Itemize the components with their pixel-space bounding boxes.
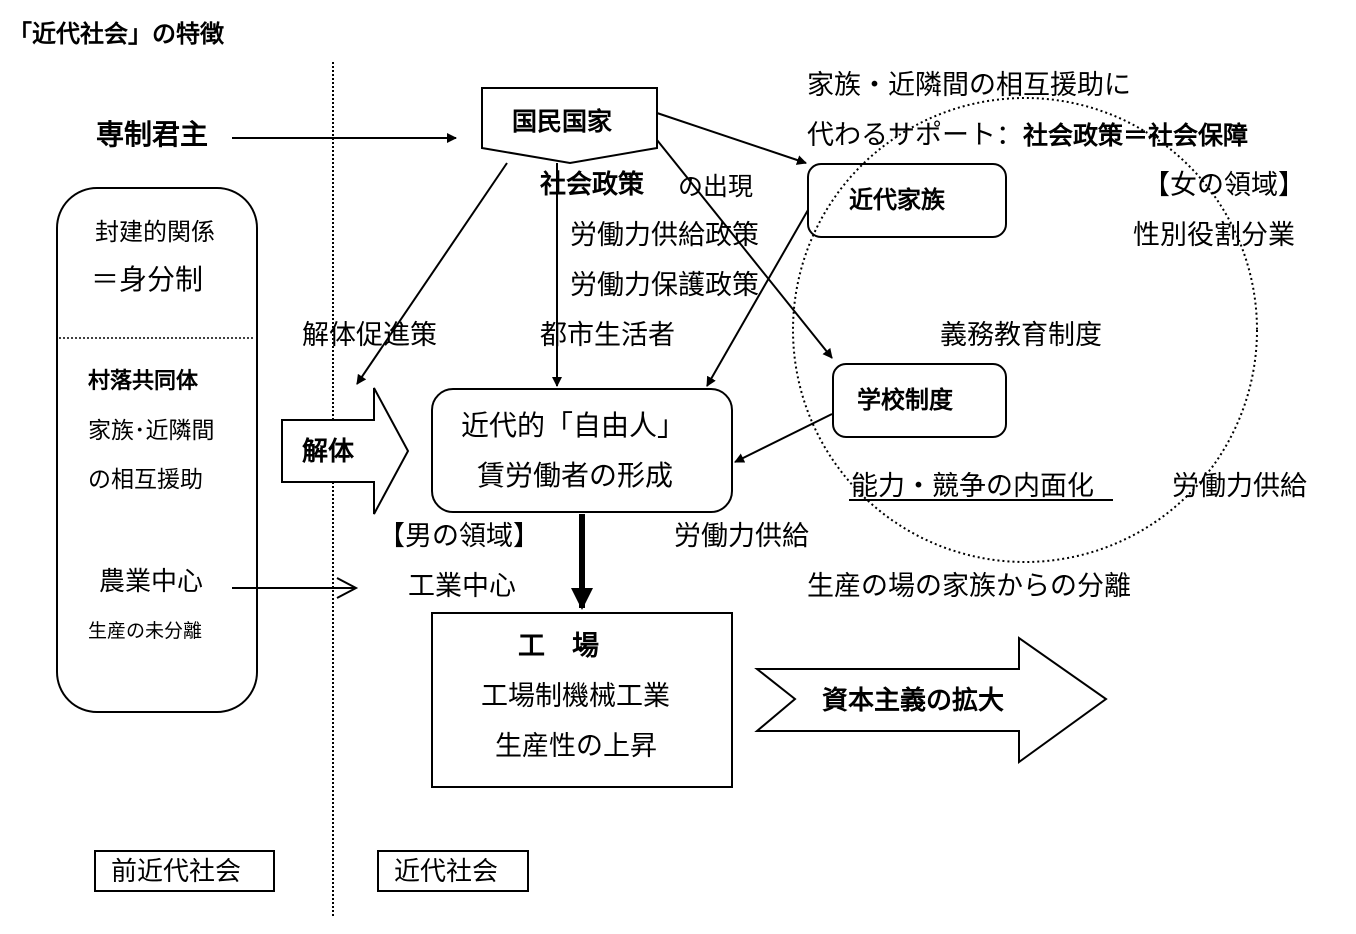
free-man-box xyxy=(431,388,733,513)
factory-line2: 生産性の上昇 xyxy=(495,731,657,762)
female-domain-label: 【女の領域】 xyxy=(1143,170,1305,201)
labor-protection-policy-label: 労働力保護政策 xyxy=(570,270,759,301)
agriculture-label: 農業中心 xyxy=(99,567,204,597)
premodern-era-label-box: 前近代社会 xyxy=(94,850,275,892)
arrow-school-to-freeman xyxy=(734,413,833,463)
arrow-nation-to-school xyxy=(656,139,833,359)
dissolution-block-arrow xyxy=(281,387,410,515)
status-system-label: ＝身分制 xyxy=(91,263,204,296)
labor-supply-right-label: 労働力供給 xyxy=(1172,471,1307,502)
internalization-label: 能力・競争の内面化 xyxy=(851,471,1094,502)
support-line2: 代わるサポート：社会政策＝社会保障 xyxy=(807,122,1248,149)
separation-label: 生産の場の家族からの分離 xyxy=(807,571,1131,602)
arrow-nation-to-dissolution xyxy=(356,162,508,385)
female-domain-circle xyxy=(792,97,1258,563)
factory-title: 工 場 xyxy=(518,631,599,662)
school-system-box xyxy=(832,363,1007,438)
unseparated-production-label: 生産の未分離 xyxy=(88,620,203,642)
premodern-era-label: 前近代社会 xyxy=(111,857,242,887)
labor-supply-policy-label: 労働力供給政策 xyxy=(570,220,759,251)
support-line2-bold: 社会政策＝社会保障 xyxy=(1023,121,1249,150)
factory-box xyxy=(431,612,733,788)
free-man-line1: 近代的「自由人」 xyxy=(461,409,686,442)
modern-family-box xyxy=(807,163,1007,238)
support-line1: 家族・近隣間の相互援助に xyxy=(807,70,1131,101)
despot-label: 専制君主 xyxy=(96,118,209,151)
arrow-family-to-freeman xyxy=(706,209,809,387)
support-line2-plain: 代わるサポート： xyxy=(807,120,1023,151)
dissolution-promotion-label: 解体促進策 xyxy=(302,320,437,351)
industry-label: 工業中心 xyxy=(408,571,516,602)
dissolution-label: 解体 xyxy=(302,437,355,467)
modern-family-label: 近代家族 xyxy=(849,186,945,214)
capitalism-label: 資本主義の拡大 xyxy=(822,686,1005,716)
free-man-line2: 賃労働者の形成 xyxy=(477,459,674,492)
page-title: 「近代社会」の特徴 xyxy=(8,20,224,48)
urban-dwellers-label: 都市生活者 xyxy=(540,320,675,351)
feudal-label: 封建的関係 xyxy=(95,218,215,246)
emergence-label: の出現 xyxy=(678,172,754,201)
compulsory-education-label: 義務教育制度 xyxy=(940,320,1102,351)
nation-state-shape xyxy=(481,87,658,165)
modern-era-label: 近代社会 xyxy=(394,857,499,887)
male-domain-label: 【男の領域】 xyxy=(378,521,540,552)
labor-supply-label: 労働力供給 xyxy=(674,521,809,552)
factory-line1: 工場制機械工業 xyxy=(481,681,670,712)
mutual-aid-line1: 家族･近隣間 xyxy=(88,418,215,444)
nation-state-label: 国民国家 xyxy=(512,107,613,136)
mutual-aid-line2: の相互援助 xyxy=(88,467,203,493)
premodern-box xyxy=(56,187,258,713)
school-system-label: 学校制度 xyxy=(857,386,953,414)
arrow-nation-to-family xyxy=(656,112,807,165)
gender-roles-label: 性別役割分業 xyxy=(1133,220,1295,251)
social-policy-label: 社会政策 xyxy=(540,170,645,200)
village-label: 村落共同体 xyxy=(88,369,199,394)
modern-era-label-box: 近代社会 xyxy=(377,850,529,892)
capitalism-block-arrow xyxy=(754,636,1108,764)
